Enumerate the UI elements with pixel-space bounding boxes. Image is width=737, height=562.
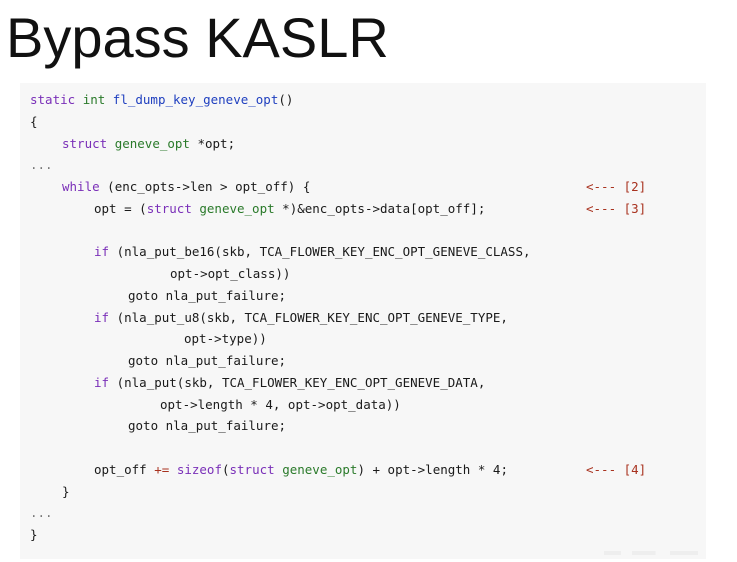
code-line-declaration: struct geneve_opt *opt; <box>30 133 706 155</box>
code-keyword-static: static <box>30 92 76 107</box>
code-keyword-if: if <box>94 244 110 260</box>
code-function-name: fl_dump_key_geneve_opt <box>112 92 279 107</box>
code-function-parens: () <box>278 92 294 107</box>
code-line-offset-update: opt_off += sizeof(struct geneve_opt) + o… <box>30 459 706 481</box>
code-if-continuation: opt->length * 4, opt->opt_data)) <box>160 396 401 412</box>
code-type-geneve-opt: geneve_opt <box>199 200 275 216</box>
code-line-if-data: if (nla_put(skb, TCA_FLOWER_KEY_ENC_OPT_… <box>30 372 706 394</box>
code-offset-lhs: opt_off <box>94 461 147 477</box>
code-if-continuation: opt->opt_class)) <box>170 266 291 281</box>
code-if-continuation: opt->type)) <box>184 331 267 347</box>
code-line-ellipsis-top: ... <box>30 154 706 176</box>
code-declared-variable: *opt; <box>197 135 236 151</box>
code-marker-2: <--- [2] <box>586 179 647 194</box>
code-ellipsis: ... <box>30 157 53 173</box>
code-line-if-class: if (nla_put_be16(skb, TCA_FLOWER_KEY_ENC… <box>30 241 706 263</box>
code-offset-operator: += <box>154 461 170 477</box>
code-if-call: (nla_put_u8(skb, TCA_FLOWER_KEY_ENC_OPT_… <box>116 309 508 325</box>
code-open-brace: { <box>30 113 38 129</box>
code-block: static int fl_dump_key_geneve_opt() { st… <box>20 83 706 559</box>
footer-decoration <box>604 551 698 555</box>
code-line-blank <box>30 437 706 459</box>
code-assign-lhs: opt = ( <box>94 200 147 216</box>
code-line-goto: goto nla_put_failure; <box>30 285 706 307</box>
code-if-call: (nla_put_be16(skb, TCA_FLOWER_KEY_ENC_OP… <box>116 244 531 260</box>
code-marker-4: <--- [4] <box>586 461 647 477</box>
code-offset-rest: ) + opt->length * 4; <box>357 461 508 477</box>
code-goto: goto nla_put_failure; <box>128 418 287 434</box>
code-keyword-if: if <box>94 374 110 390</box>
code-keyword-struct: struct <box>62 135 108 151</box>
code-line-if-type-cont: opt->type)) <box>30 328 706 350</box>
code-ellipsis: ... <box>30 505 53 521</box>
code-line-if-data-cont: opt->length * 4, opt->opt_data)) <box>30 394 706 416</box>
code-line-goto: goto nla_put_failure; <box>30 350 706 372</box>
code-line-blank <box>30 220 706 242</box>
code-goto: goto nla_put_failure; <box>128 353 287 368</box>
code-offset-paren: ( <box>221 461 230 477</box>
code-keyword-int: int <box>82 92 106 107</box>
code-keyword-while: while <box>62 179 100 194</box>
code-goto: goto nla_put_failure; <box>128 287 287 303</box>
code-marker-3: <--- [3] <box>586 200 647 216</box>
code-line-close-while: } <box>30 481 706 503</box>
code-line-function-signature: static int fl_dump_key_geneve_opt() <box>30 89 706 111</box>
code-close-brace: } <box>30 527 38 542</box>
code-line-assign-opt: opt = (struct geneve_opt *)&enc_opts->da… <box>30 198 706 220</box>
code-line-while: while (enc_opts->len > opt_off) { <--- [2… <box>30 176 706 198</box>
slide-title: Bypass KASLR <box>6 6 389 69</box>
code-keyword-sizeof: sizeof <box>176 461 222 477</box>
code-type-geneve-opt: geneve_opt <box>114 135 190 151</box>
code-while-condition: (enc_opts->len > opt_off) { <box>107 179 311 194</box>
code-assign-rest: *)&enc_opts->data[opt_off]; <box>282 200 486 216</box>
code-close-brace: } <box>62 483 70 499</box>
code-type-geneve-opt: geneve_opt <box>282 461 358 477</box>
code-line-if-class-cont: opt->opt_class)) <box>30 263 706 285</box>
code-line-if-type: if (nla_put_u8(skb, TCA_FLOWER_KEY_ENC_O… <box>30 307 706 329</box>
code-line-ellipsis-bottom: ... <box>30 502 706 524</box>
code-if-call: (nla_put(skb, TCA_FLOWER_KEY_ENC_OPT_GEN… <box>116 374 486 390</box>
code-line-open-brace: { <box>30 111 706 133</box>
code-line-goto: goto nla_put_failure; <box>30 415 706 437</box>
code-keyword-if: if <box>94 309 110 325</box>
code-keyword-struct: struct <box>146 200 192 216</box>
code-line-close-function: } <box>30 524 706 546</box>
code-keyword-struct: struct <box>229 461 275 477</box>
